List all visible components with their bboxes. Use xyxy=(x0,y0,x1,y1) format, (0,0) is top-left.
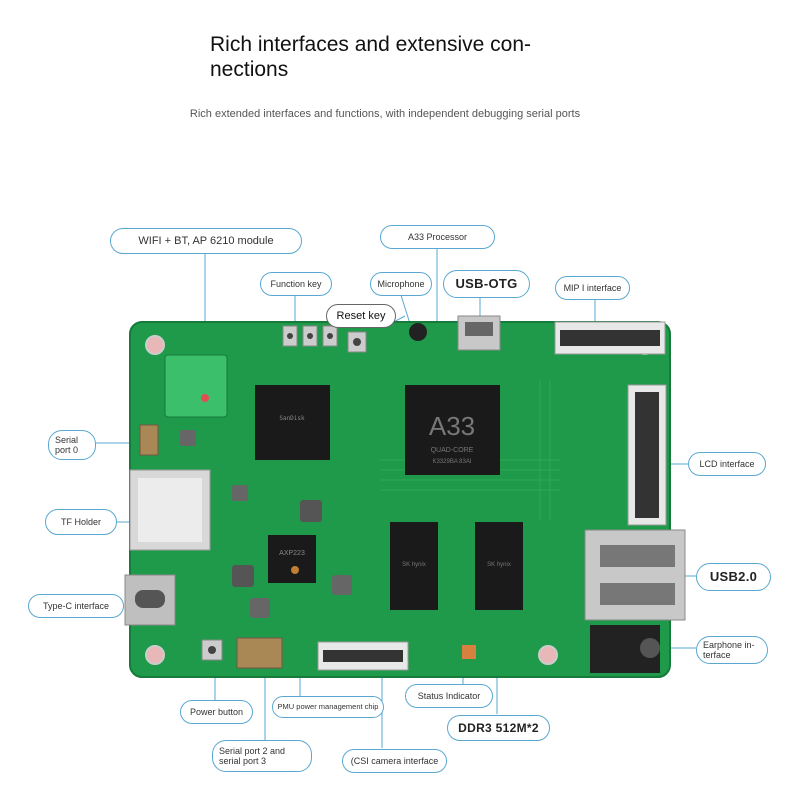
page-subtitle: Rich extended interfaces and functions, … xyxy=(189,108,581,120)
callout-power-button: Power button xyxy=(180,700,253,724)
callout-function-key: Function key xyxy=(260,272,332,296)
callout-reset-key: Reset key xyxy=(326,304,396,328)
flash-chip-label: SanDisk xyxy=(279,415,305,422)
pmu-label: AXP223 xyxy=(279,550,305,557)
ram-chip-1-label: SK hynix xyxy=(402,562,426,568)
callout-usb-otg: USB-OTG xyxy=(443,270,530,298)
callout-typec-interface: Type-C interface xyxy=(28,594,124,618)
callout-a33-processor: A33 Processor xyxy=(380,225,495,249)
callout-wifi-module: WIFI + BT, AP 6210 module xyxy=(110,228,302,254)
callout-serial-port-0: Serial port 0 xyxy=(48,430,96,460)
callout-usb2: USB2.0 xyxy=(696,563,771,591)
pcb: SanDisk A33 QUAD-CORE K3329BA 83AI SK hy… xyxy=(124,315,686,678)
callout-lcd-interface: LCD interface xyxy=(688,452,766,476)
callout-tf-holder: TF Holder xyxy=(45,509,117,535)
cpu-label: A33 xyxy=(429,411,475,441)
callout-serial-port-2-3: Serial port 2 and serial port 3 xyxy=(212,740,312,772)
callout-earphone-interface: Earphone in-terface xyxy=(696,636,768,664)
callout-status-indicator: Status Indicator xyxy=(405,684,493,708)
callout-ddr3: DDR3 512M*2 xyxy=(447,715,550,741)
callout-csi-camera-interface: (CSI camera interface xyxy=(342,749,447,773)
callout-microphone: Microphone xyxy=(370,272,432,296)
page-title: Rich interfaces and extensive con-nectio… xyxy=(210,33,531,81)
ram-chip-2-label: SK hynix xyxy=(487,562,511,568)
callout-mipi-interface: MIP I interface xyxy=(555,276,630,300)
cpu-sub: QUAD-CORE xyxy=(431,447,474,454)
callout-pmu-chip: PMU power management chip xyxy=(272,696,384,718)
cpu-code: K3329BA 83AI xyxy=(432,459,471,465)
